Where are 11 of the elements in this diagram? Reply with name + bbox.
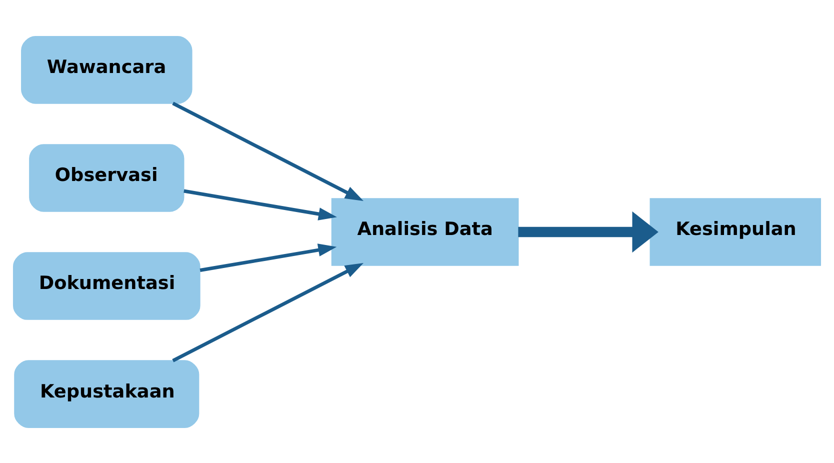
arrow [184, 188, 337, 220]
node-box: Kepustakaan [14, 360, 200, 428]
arrow [172, 262, 364, 362]
node-box: Dokumentasi [12, 252, 200, 320]
node-box: Kesimpulan [650, 198, 822, 266]
arrow [172, 101, 364, 201]
node-box: Analisis Data [331, 198, 519, 266]
arrow [518, 210, 658, 252]
arrow [200, 243, 337, 272]
node-box: Wawancara [21, 36, 192, 104]
node-box: Observasi [29, 144, 184, 212]
